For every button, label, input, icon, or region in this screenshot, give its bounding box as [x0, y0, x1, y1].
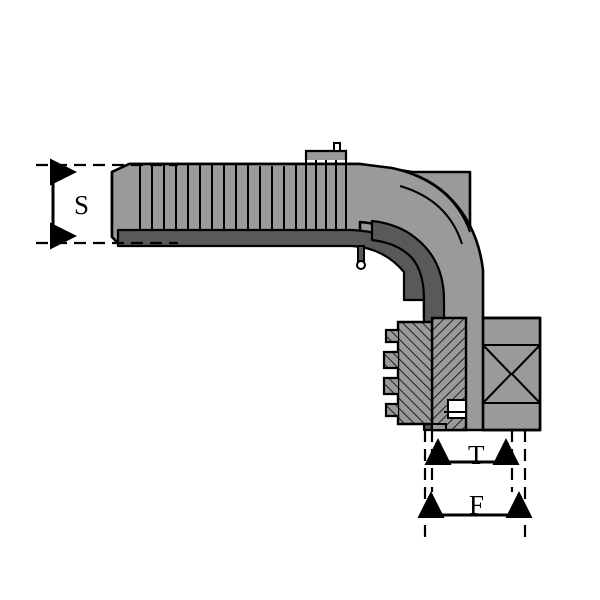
dimension-S — [36, 158, 178, 250]
dimension-F — [417, 430, 533, 540]
swivel-nut — [481, 316, 542, 432]
ferrule-boss — [304, 149, 348, 160]
ferrule-stem — [333, 142, 341, 152]
seat-tail — [431, 423, 447, 431]
hose-barb-serrations — [139, 165, 285, 240]
stem-pin — [357, 245, 365, 263]
sealing-seat-hatched — [382, 316, 468, 432]
ferrule-collar-detail — [295, 152, 347, 243]
bend-contour-lines — [391, 167, 471, 245]
dimension-label-s: S — [74, 190, 90, 220]
dimension-label-t: T — [468, 440, 485, 470]
stem-pin-ball — [356, 260, 366, 270]
dimension-label-f: F — [469, 490, 485, 520]
dimension-T — [424, 430, 520, 492]
